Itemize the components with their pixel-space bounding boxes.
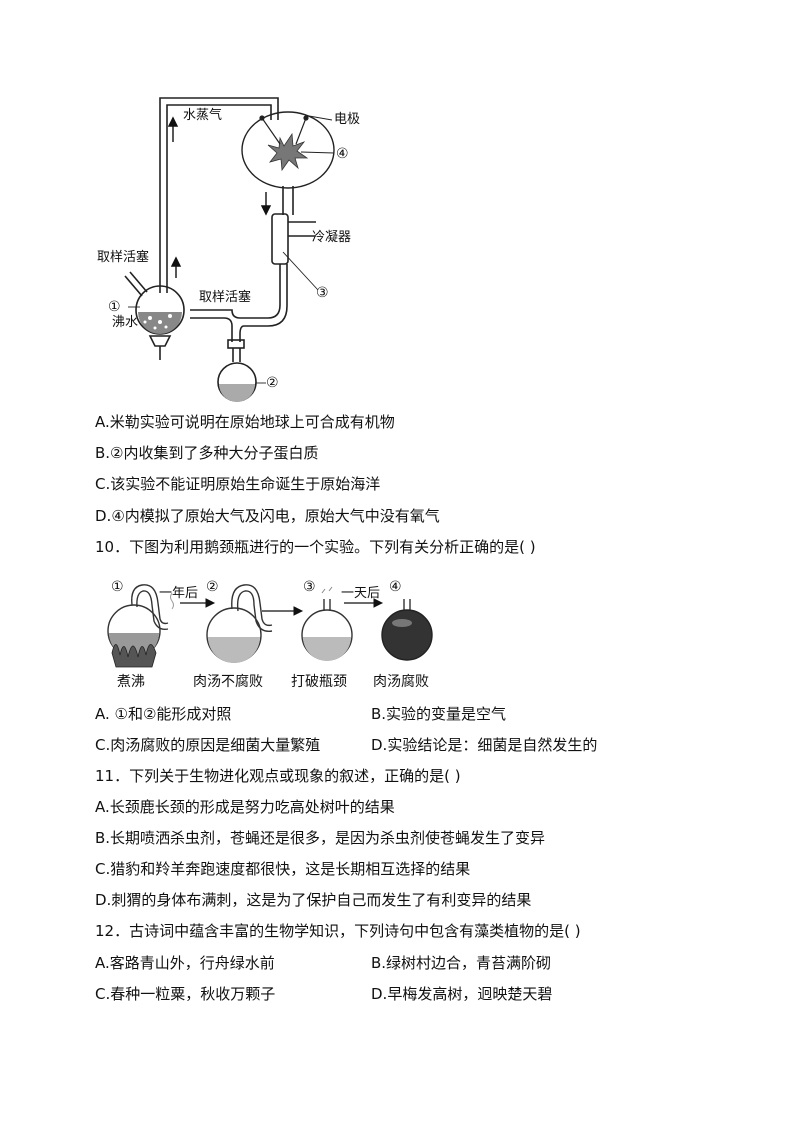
q9-option-b: B.②内收集到了多种大分子蛋白质 [95, 444, 319, 462]
caption-broth-not-spoiled: 肉汤不腐败 [193, 674, 263, 690]
flask-marker-3: ③ [303, 579, 316, 595]
flask-marker-1: ① [111, 579, 124, 595]
label-marker-3: ③ [316, 285, 329, 301]
q11-option-c: C.猎豹和羚羊奔跑速度都很快，这是长期相互选择的结果 [95, 860, 471, 878]
label-marker-4: ④ [336, 146, 349, 162]
q10-option-d: D.实验结论是：细菌是自然发生的 [371, 736, 598, 754]
label-electrode: 电极 [334, 112, 361, 127]
q12-stem: 12．古诗词中蕴含丰富的生物学知识，下列诗句中包含有藻类植物的是( ) [95, 922, 581, 940]
q10-option-b: B.实验的变量是空气 [371, 705, 507, 723]
label-sampling-valve-mid: 取样活塞 [199, 290, 252, 305]
q12-option-b: B.绿树村边合，青苔满阶砌 [371, 954, 552, 972]
q11-option-b: B.长期喷洒杀虫剂，苍蝇还是很多，是因为杀虫剂使苍蝇发生了变异 [95, 829, 546, 847]
q11-stem: 11．下列关于生物进化观点或现象的叙述，正确的是( ) [95, 767, 461, 785]
q12-option-a: A.客路青山外，行舟绿水前 [95, 954, 275, 972]
q12-option-d: D.早梅发高树，迥映楚天碧 [371, 985, 553, 1003]
arrow-label-one-day: 一天后 [341, 586, 381, 601]
flask-marker-2: ② [206, 579, 219, 595]
q10-stem: 10．下图为利用鹅颈瓶进行的一个实验。下列有关分析正确的是( ) [95, 538, 536, 556]
q9-option-d: D.④内模拟了原始大气及闪电，原始大气中没有氧气 [95, 507, 440, 525]
arrow-label-one-year: 一年后 [159, 586, 199, 601]
caption-break-neck: 打破瓶颈 [291, 674, 347, 690]
label-marker-2: ② [266, 375, 279, 391]
caption-boil: 煮沸 [117, 674, 145, 690]
q10-option-a: A. ①和②能形成对照 [95, 705, 232, 723]
label-sampling-valve-left: 取样活塞 [97, 250, 150, 265]
label-marker-1: ① [108, 299, 121, 315]
label-water-vapor: 水蒸气 [183, 108, 223, 123]
q11-option-a: A.长颈鹿长颈的形成是努力吃高处树叶的结果 [95, 798, 395, 816]
q11-option-d: D.刺猬的身体布满刺，这是为了保护自己而发生了有利变异的结果 [95, 891, 532, 909]
label-boiling-water: 沸水 [112, 315, 139, 330]
q10-option-c: C.肉汤腐败的原因是细菌大量繁殖 [95, 736, 321, 754]
q9-option-a: A.米勒实验可说明在原始地球上可合成有机物 [95, 413, 395, 431]
label-condenser: 冷凝器 [312, 230, 352, 245]
flask-marker-4: ④ [389, 579, 402, 595]
caption-broth-spoiled: 肉汤腐败 [373, 674, 429, 690]
q12-option-c: C.春种一粒粟，秋收万颗子 [95, 985, 276, 1003]
miller-apparatus-drawing [124, 97, 335, 402]
q9-option-c: C.该实验不能证明原始生命诞生于原始海洋 [95, 475, 381, 493]
swan-neck-flask-drawing [107, 584, 433, 668]
